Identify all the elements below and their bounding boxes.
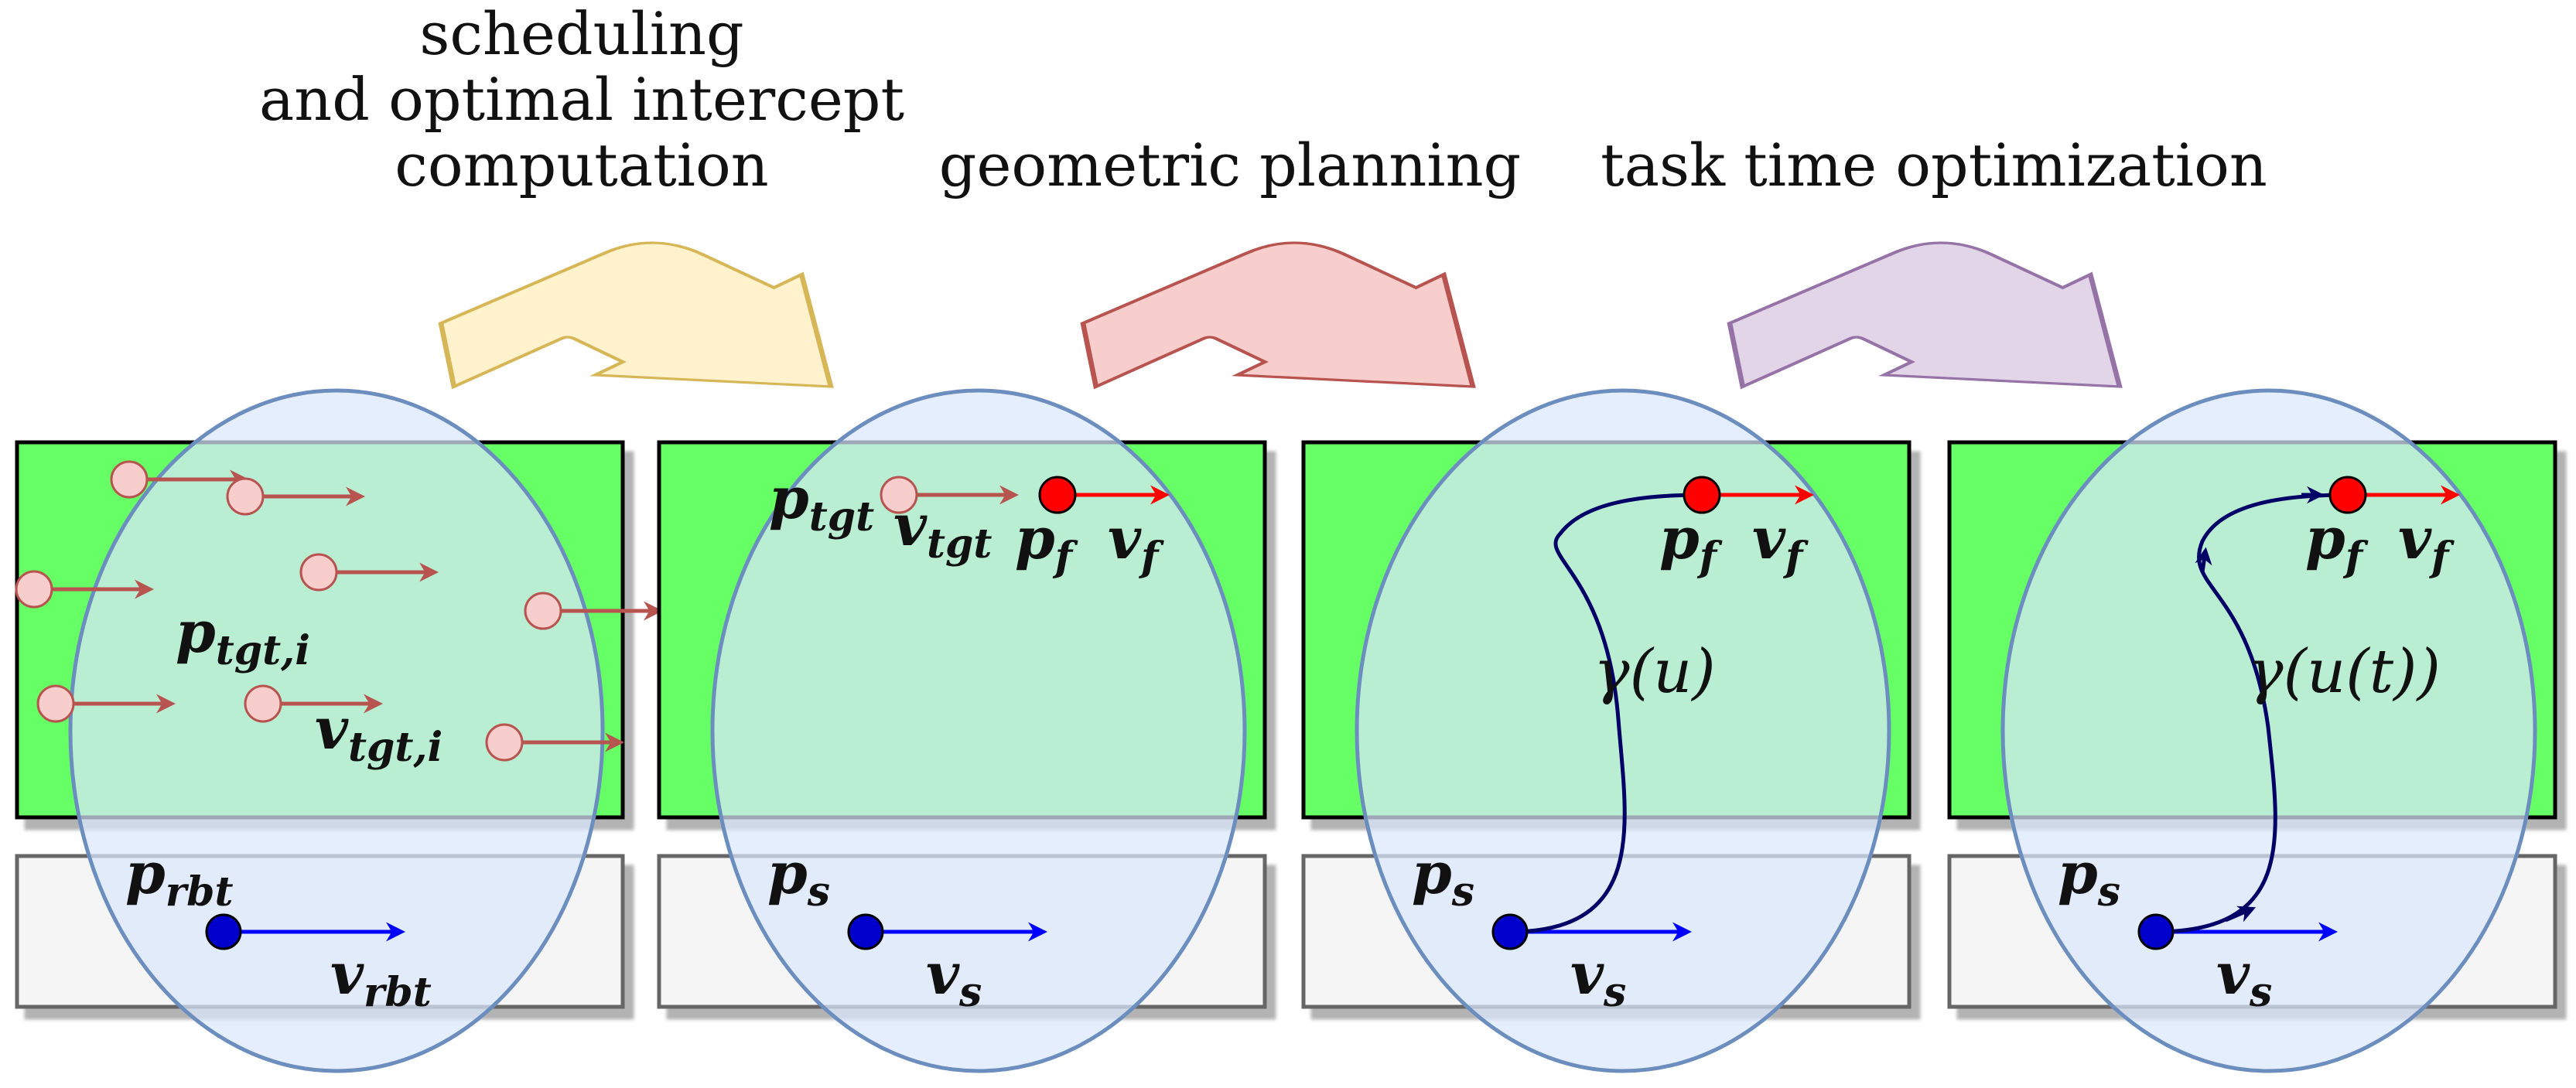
- target-point: [524, 592, 562, 630]
- target-point: [15, 570, 53, 609]
- stage-title-scheduling: scheduling and optimal intercept computa…: [259, 0, 904, 200]
- final-label-main: p: [2305, 506, 2345, 572]
- robot-velocity-label: vrbt: [330, 941, 432, 1016]
- robot-velocity-label-sub: s: [1603, 969, 1626, 1016]
- robot-point: [205, 913, 242, 950]
- robot-point: [847, 913, 884, 950]
- final-point: [1038, 476, 1077, 514]
- target-velocity-label: vtgt,i: [315, 696, 442, 771]
- robot-velocity-label-main: v: [1570, 941, 1604, 1008]
- target-label-main: p: [769, 466, 809, 532]
- target-velocity-label: vtgt: [893, 493, 992, 568]
- stage-arrow: [1727, 241, 2123, 390]
- target-point: [110, 460, 149, 499]
- curved-arrow-icon: [1727, 241, 2123, 390]
- robot-velocity-label-main: v: [330, 941, 364, 1008]
- final-label: pf: [1659, 506, 1723, 581]
- robot-label: ps: [1412, 841, 1474, 916]
- robot-point: [2137, 913, 2175, 950]
- final-label-main: p: [1015, 506, 1055, 572]
- robot-label-sub: rbt: [166, 868, 234, 916]
- robot-label-main: p: [1412, 841, 1452, 907]
- stage-title-line: computation: [395, 131, 768, 200]
- robot-velocity-label-sub: rbt: [364, 969, 432, 1016]
- final-velocity-label-main: v: [1752, 506, 1786, 572]
- trajectory-path: [1509, 493, 1703, 934]
- robot-label-sub: s: [1451, 868, 1474, 916]
- target-velocity-label-main: v: [893, 493, 928, 559]
- trajectory-path: [2155, 493, 2349, 934]
- stage-arrow: [438, 241, 834, 390]
- time-direction-arrow: [2195, 547, 2212, 573]
- robot-velocity-label: vs: [926, 941, 982, 1016]
- robot-velocity-label: vs: [2216, 941, 2272, 1016]
- final-velocity-label: vf: [1752, 506, 1809, 581]
- robot-velocity-label: vs: [1570, 941, 1626, 1016]
- curved-arrow-icon: [438, 241, 834, 390]
- target-velocity-label-sub: tgt,i: [348, 724, 442, 771]
- final-velocity-label-main: v: [1108, 506, 1142, 572]
- robot-velocity-label-sub: s: [958, 969, 982, 1016]
- curve-label: γ(u): [1594, 637, 1716, 707]
- robot-point: [1491, 913, 1529, 950]
- robot-label-sub: s: [2097, 868, 2120, 916]
- target-point: [485, 723, 524, 762]
- reachable-region: [68, 388, 605, 1073]
- final-point: [1683, 476, 1721, 514]
- final-velocity-label-main: v: [2398, 506, 2432, 572]
- target-point: [244, 684, 282, 723]
- robot-label: prbt: [125, 841, 234, 916]
- target-point: [880, 476, 918, 514]
- target-label-main: p: [176, 599, 216, 666]
- robot-label-main: p: [2058, 841, 2098, 907]
- target-point: [36, 684, 75, 723]
- stage-title-task-time-optimization: task time optimization: [1601, 131, 2267, 200]
- curve-label: γ(u(t)): [2247, 637, 2441, 707]
- stage-arrow: [1080, 241, 1476, 390]
- robot-label: ps: [767, 841, 830, 916]
- reachable-region: [1355, 388, 1891, 1073]
- target-point: [226, 477, 265, 516]
- final-point: [2328, 476, 2367, 514]
- robot-velocity-label-sub: s: [2249, 969, 2272, 1016]
- robot-label-main: p: [125, 841, 166, 907]
- target-point: [299, 553, 338, 592]
- time-direction-arrow: [2225, 906, 2257, 923]
- robot-label: ps: [2058, 841, 2120, 916]
- curved-arrow-icon: [1080, 241, 1476, 390]
- target-label: ptgt,i: [176, 599, 310, 674]
- robot-velocity-label-main: v: [2216, 941, 2250, 1008]
- target-label-sub: tgt,i: [216, 627, 310, 674]
- target-velocity-label-sub: tgt: [927, 520, 992, 568]
- robot-velocity-label-main: v: [926, 941, 960, 1008]
- target-velocity-label-main: v: [315, 696, 349, 762]
- final-label-main: p: [1659, 506, 1700, 572]
- target-label-sub: tgt: [809, 493, 874, 541]
- robot-label-sub: s: [807, 868, 830, 916]
- stage-title-geometric-planning: geometric planning: [939, 131, 1521, 200]
- reachable-region: [710, 388, 1247, 1073]
- target-label: ptgt: [769, 466, 874, 541]
- stage-title-line: and optimal intercept: [259, 65, 904, 134]
- robot-label-main: p: [767, 841, 808, 907]
- stage-title-line: scheduling: [419, 0, 743, 68]
